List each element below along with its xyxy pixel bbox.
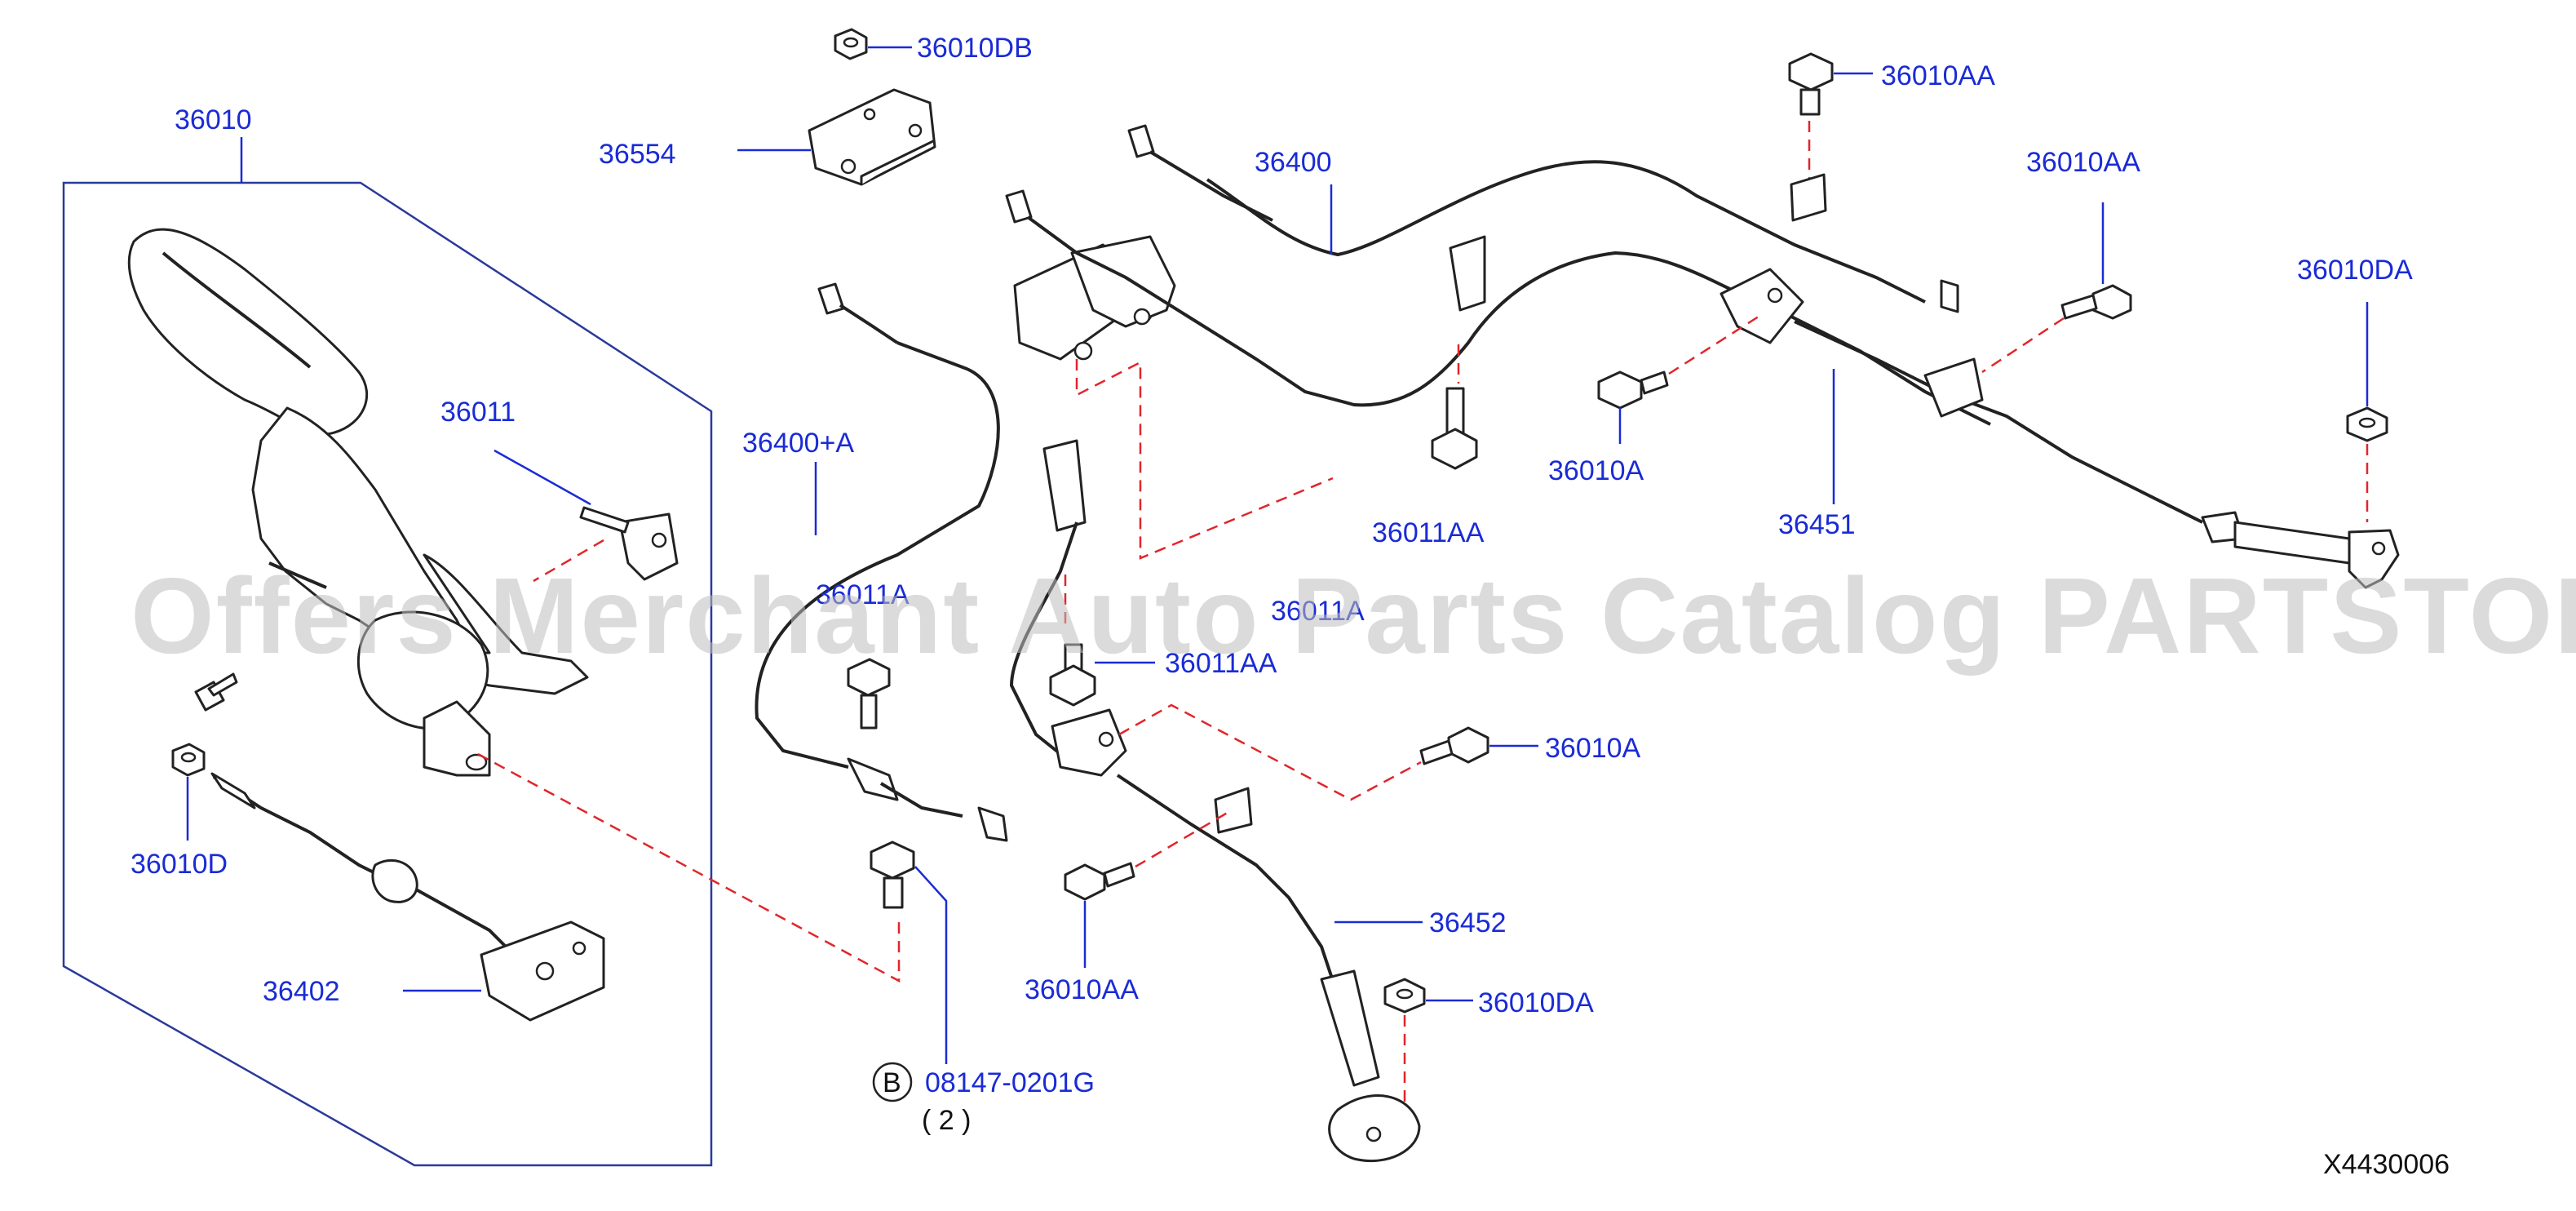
- callout-36011AA-right: 36011AA: [1372, 517, 1485, 548]
- clip-36400: [1449, 235, 1486, 312]
- callout-36452: 36452: [1429, 907, 1507, 938]
- callout-36400: 36400: [1255, 147, 1332, 178]
- cable-36452: [1009, 439, 1421, 1163]
- cable-36400A: [755, 282, 1008, 842]
- callout-36011A-mid: 36011A: [1271, 596, 1365, 627]
- guide-36010AA-right: [1981, 317, 2065, 374]
- nut-36010DA-lower: [1383, 978, 1426, 1014]
- cable-36451: [1720, 268, 2400, 589]
- diagram-code: X4430006: [2323, 1149, 2450, 1180]
- callout-36554: 36554: [599, 139, 676, 170]
- callout-36010AA-right: 36010AA: [2026, 147, 2140, 178]
- bolt-36010A-right: [1597, 370, 1669, 410]
- twin-bracket: [1013, 235, 1176, 361]
- callout-36010: 36010: [175, 104, 252, 135]
- nut-36010D: [171, 743, 206, 777]
- front-cable-36402: [210, 772, 605, 1022]
- callout-36010DB: 36010DB: [917, 33, 1033, 64]
- callout-08147-0201G-qty: ( 2 ): [922, 1105, 971, 1136]
- guide-36010A-right: [1668, 312, 1764, 375]
- callout-36010AA-top: 36010AA: [1881, 60, 1995, 91]
- nut-36010DB: [834, 28, 868, 60]
- callout-36010D: 36010D: [131, 849, 228, 880]
- bolt-36011AA-right: [1431, 387, 1478, 470]
- callout-36011: 36011: [440, 397, 516, 428]
- watermark-text: Offers Merchant Auto Parts Catalog PARTS…: [131, 556, 2576, 676]
- callout-36400A: 36400+A: [742, 428, 854, 459]
- bolt-36010AA-top: [1788, 52, 1834, 116]
- cable-lower-branch: [1005, 189, 1991, 426]
- cable-36400: [1127, 124, 1959, 313]
- parking-brake-lever: [127, 228, 589, 777]
- bolt-36011AA-mid: [1049, 643, 1096, 707]
- bolt-36010AA-right: [2060, 284, 2132, 320]
- callout-36451: 36451: [1778, 509, 1856, 540]
- bracket-36554: [808, 88, 936, 186]
- bolt-lever-small: [194, 672, 238, 712]
- callout-36010AA-lower: 36010AA: [1025, 974, 1139, 1005]
- assembly-group-frame: [62, 181, 713, 1167]
- nut-36010DA-right: [2346, 406, 2388, 442]
- bolt-36010A-lower: [1419, 726, 1489, 765]
- clip-36011: [579, 506, 679, 581]
- callout-36011AA-mid: 36011AA: [1165, 648, 1277, 679]
- bolt-08147-0201G: [870, 841, 915, 909]
- bolt-36011A-left: [847, 658, 891, 730]
- guide-twin-bracket: [1075, 359, 1334, 560]
- callout-36010DA-right: 36010DA: [2297, 255, 2413, 286]
- callout-36402: 36402: [263, 976, 340, 1007]
- guide-36010A-lower: [1118, 703, 1422, 801]
- ref-badge-letter: B: [883, 1067, 901, 1098]
- callout-36010A-lower: 36010A: [1545, 733, 1641, 764]
- guide-lever-to-bolt: [477, 752, 901, 983]
- guide-36011: [533, 539, 604, 583]
- ref-badge-circle: [872, 1062, 913, 1102]
- callout-36010A-right: 36010A: [1548, 455, 1644, 486]
- bolt-36010AA-lower: [1064, 862, 1135, 901]
- callout-36011A-left: 36011A: [816, 579, 910, 610]
- clip-36010AA-top: [1790, 173, 1827, 222]
- leader-08147-0201G: [914, 866, 948, 1064]
- leader-36011: [494, 449, 591, 506]
- callout-36010DA-lower: 36010DA: [1478, 987, 1594, 1018]
- callout-08147-0201G: 08147-0201G: [925, 1067, 1095, 1098]
